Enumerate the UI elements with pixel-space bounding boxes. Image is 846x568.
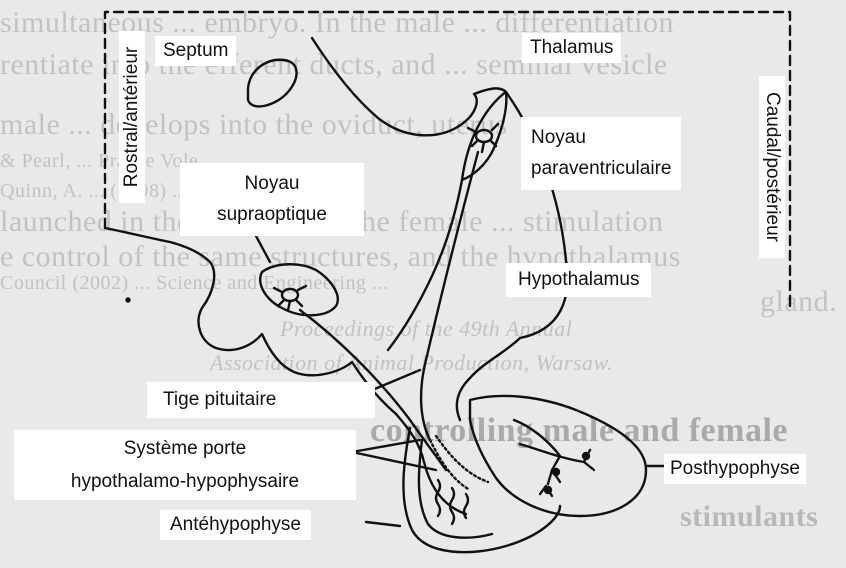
neuron-icon-supraoptic bbox=[274, 286, 306, 310]
label-line: Système porte bbox=[20, 432, 350, 465]
septum-shape bbox=[248, 60, 297, 107]
label-noyau-supraoptique: Noyau supraoptique bbox=[180, 163, 364, 236]
antehypophyse-shape bbox=[403, 428, 560, 552]
label-line: paraventriculaire bbox=[531, 153, 671, 184]
leader-line-supraoptic bbox=[256, 236, 270, 262]
leader-line-systeme bbox=[352, 440, 420, 452]
label-caudal: Caudal/postérieur bbox=[759, 76, 785, 258]
stalk-right bbox=[457, 338, 520, 420]
label-hypothalamus: Hypothalamus bbox=[506, 263, 651, 297]
label-line: supraoptique bbox=[192, 199, 352, 230]
label-noyau-paraventriculaire: Noyau paraventriculaire bbox=[521, 117, 681, 190]
leader-line-antehypophyse bbox=[366, 522, 400, 526]
label-rostral: Rostral/antérieur bbox=[119, 31, 145, 203]
label-line: Noyau bbox=[531, 122, 671, 153]
label-tige-pituitaire: Tige pituitaire bbox=[147, 382, 375, 418]
label-line: hypothalamo-hypophysaire bbox=[20, 465, 350, 498]
label-line: Noyau bbox=[192, 168, 352, 199]
label-thalamus: Thalamus bbox=[522, 33, 621, 63]
label-posthypophyse: Posthypophyse bbox=[664, 454, 806, 484]
label-systeme-porte: Système porte hypothalamo-hypophysaire bbox=[14, 430, 356, 500]
label-antehypophyse: Antéhypophyse bbox=[160, 510, 311, 540]
axon-tract bbox=[421, 152, 478, 440]
label-septum: Septum bbox=[155, 36, 236, 66]
